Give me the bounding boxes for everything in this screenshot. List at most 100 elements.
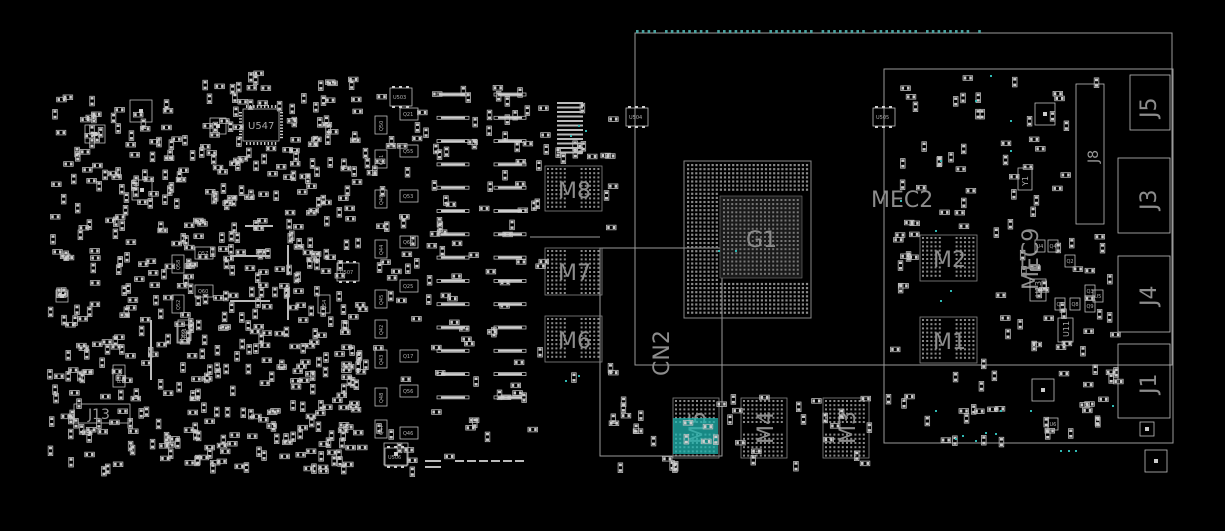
smd-pad	[120, 221, 124, 225]
smd-outline	[436, 149, 443, 160]
smd-pad	[614, 117, 618, 121]
chip-ball	[551, 205, 554, 208]
die-ball	[776, 272, 779, 275]
gpu-ball	[732, 180, 735, 183]
die-ball	[739, 264, 742, 267]
die-ball	[743, 207, 746, 210]
m5-highlight[interactable]	[673, 418, 718, 454]
chip-ball	[555, 197, 558, 200]
smd-pad	[220, 233, 224, 237]
die-ball	[747, 211, 750, 214]
smd-pad	[122, 286, 126, 290]
smd-outline	[276, 164, 287, 170]
smd-pad	[196, 302, 200, 305]
chip-ball	[776, 454, 779, 457]
gpu-ball	[740, 291, 743, 294]
smd-outline	[307, 258, 313, 269]
smd-pad	[292, 123, 296, 127]
chip-ball	[555, 334, 558, 337]
smd-component	[138, 261, 149, 267]
chip-ball	[938, 245, 941, 248]
smd-pad	[291, 438, 295, 441]
smd-pad	[1114, 380, 1117, 384]
smd-outline	[340, 304, 347, 315]
chip-ball	[704, 404, 707, 407]
gpu-ball	[752, 282, 755, 286]
smd-pad	[485, 206, 489, 210]
smd-component	[414, 258, 420, 269]
gpu-ball	[801, 311, 804, 314]
smd-outline	[522, 140, 534, 147]
chip-ball	[580, 347, 583, 350]
chip-ball	[780, 437, 783, 440]
smd-pad	[349, 405, 352, 409]
chip-ball	[755, 433, 758, 436]
smd-component	[492, 85, 504, 91]
smd-pad	[120, 345, 124, 348]
chip-ball	[584, 266, 587, 269]
die-ball	[739, 219, 742, 222]
gpu-ball	[699, 180, 702, 183]
chip-ball	[712, 404, 715, 407]
smd-pad	[328, 163, 332, 167]
chip-ball	[776, 404, 779, 407]
die-ball	[727, 207, 730, 210]
smd-pad	[344, 327, 348, 330]
gpu-ball	[699, 213, 702, 216]
smd-pad	[367, 171, 371, 175]
smd-outline	[1028, 136, 1040, 143]
gpu-g1[interactable]: G1	[683, 160, 812, 319]
chip-ball	[930, 319, 933, 321]
smd-pad	[325, 122, 329, 125]
smd-outline	[304, 343, 316, 349]
smd-outline	[1009, 173, 1020, 180]
chip-ball	[922, 253, 924, 256]
gpu-ball	[711, 172, 714, 175]
smd-component	[296, 238, 302, 249]
smd-outline	[109, 419, 120, 426]
smd-pad	[183, 284, 187, 288]
smd-pad	[319, 87, 323, 90]
gpu-ball	[756, 168, 759, 171]
die-ball	[776, 256, 779, 259]
smd-pad	[296, 453, 300, 457]
smd-pad	[341, 311, 345, 314]
memory-chip-m8[interactable]: M8	[544, 165, 603, 212]
chip-ball	[704, 400, 707, 402]
smd-pad	[962, 167, 965, 171]
memory-chip-m2[interactable]: M2	[919, 234, 978, 282]
smd-pad	[84, 317, 87, 321]
smd-outline	[53, 373, 65, 379]
gpu-ball	[728, 164, 731, 167]
chip-ball	[972, 266, 975, 269]
smd-pad	[611, 154, 615, 158]
die-ball	[743, 199, 746, 201]
smd-pad	[139, 414, 143, 418]
memory-chip-m1[interactable]: M1	[919, 316, 978, 364]
chip-ball	[972, 274, 975, 277]
chip-ball	[837, 416, 840, 419]
gpu-ball	[691, 205, 694, 208]
smd-component	[127, 297, 139, 303]
smd-pad	[415, 128, 419, 132]
smd-outline	[174, 321, 185, 327]
smd-pad	[100, 364, 104, 367]
smd-pad	[97, 182, 101, 185]
smd-component	[295, 452, 306, 458]
chip-ball	[968, 323, 971, 326]
smd-pad	[213, 151, 216, 155]
smd-pad	[901, 233, 905, 237]
smd-pad	[196, 395, 200, 398]
gpu-ball	[703, 282, 706, 286]
gpu-ball	[695, 168, 698, 171]
smd-pad	[96, 302, 99, 306]
gpu-ball	[723, 311, 727, 314]
smd-outline	[92, 162, 103, 169]
gpu-ball	[801, 172, 804, 175]
memory-chip-m6[interactable]: M6	[544, 315, 603, 363]
smd-outline	[274, 266, 286, 272]
smd-outline	[948, 152, 954, 163]
memory-chip-m4[interactable]: M4	[740, 397, 788, 459]
chip-ball	[593, 351, 596, 354]
